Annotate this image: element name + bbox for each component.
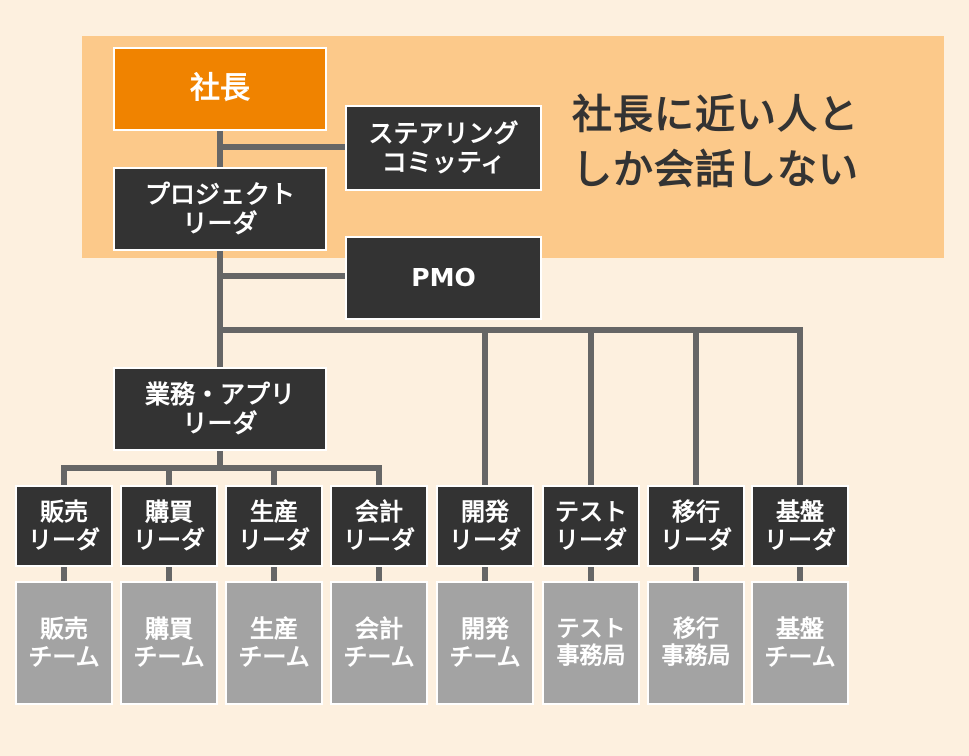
infra-leader-box: 基盤 リーダ	[751, 485, 849, 567]
pmo-box: PMO	[345, 236, 542, 320]
test-leader-box: テスト リーダ	[542, 485, 640, 567]
purchase-team-box: 購買 チーム	[120, 581, 218, 705]
migration-office-box: 移行 事務局	[647, 581, 745, 705]
accounting-leader-box: 会計 リーダ	[330, 485, 428, 567]
accounting-team-box: 会計 チーム	[330, 581, 428, 705]
steering-committee-box: ステアリング コミッティ	[345, 105, 542, 191]
test-office-box: テスト 事務局	[542, 581, 640, 705]
project-leader-box: プロジェクト リーダ	[113, 167, 327, 251]
migration-leader-box: 移行 リーダ	[647, 485, 745, 567]
president-box: 社長	[113, 47, 327, 131]
infra-team-box: 基盤 チーム	[751, 581, 849, 705]
production-leader-box: 生産 リーダ	[225, 485, 323, 567]
sales-leader-box: 販売 リーダ	[15, 485, 113, 567]
sales-team-box: 販売 チーム	[15, 581, 113, 705]
business-app-leader-box: 業務・アプリ リーダ	[113, 367, 327, 451]
production-team-box: 生産 チーム	[225, 581, 323, 705]
purchase-leader-box: 購買 リーダ	[120, 485, 218, 567]
dev-team-box: 開発 チーム	[436, 581, 534, 705]
dev-leader-box: 開発 リーダ	[436, 485, 534, 567]
callout-text: 社長に近い人と しか会話しない	[572, 92, 859, 194]
